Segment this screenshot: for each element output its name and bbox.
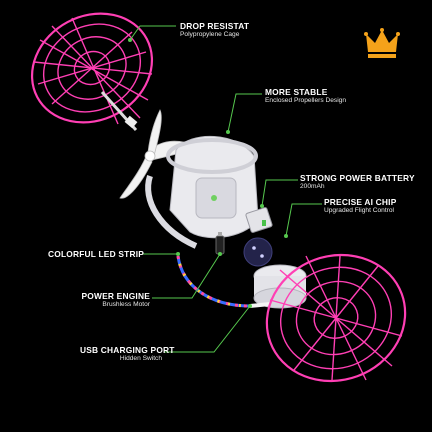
feature-drop-resistant: DROP RESISTAT Polypropylene Cage — [180, 22, 249, 39]
crown-icon — [364, 28, 400, 58]
feature-title: USB CHARGING PORT — [80, 345, 175, 355]
feature-usb-port: USB CHARGING PORT Hidden Switch — [80, 345, 175, 363]
top-cage — [30, 12, 154, 125]
feature-power-battery: STRONG POWER BATTERY 200mAh — [300, 174, 415, 191]
feature-title: MORE STABLE — [265, 87, 328, 97]
feature-title: STRONG POWER BATTERY — [300, 173, 415, 183]
ai-chip — [243, 237, 273, 267]
feature-power-engine: POWER ENGINE Brushless Motor — [66, 292, 150, 309]
feature-title: POWER ENGINE — [81, 291, 150, 301]
feature-subtitle: Upgraded Flight Control — [324, 206, 395, 214]
feature-title: PRECISE AI CHIP — [324, 197, 397, 207]
feature-title: DROP RESISTAT — [180, 21, 250, 31]
feature-ai-chip: PRECISE AI CHIP Upgraded Flight Control — [324, 198, 397, 215]
battery — [245, 207, 273, 233]
led-strip — [176, 255, 271, 308]
feature-led-strip: COLORFUL LED STRIP — [48, 250, 144, 259]
feature-subtitle: Brushless Motor — [102, 300, 150, 308]
leader-dots — [128, 38, 288, 308]
bottom-cage — [265, 253, 407, 383]
feature-subtitle: 200mAh — [300, 182, 325, 190]
feature-title: COLORFUL LED STRIP — [48, 249, 145, 259]
feature-subtitle: Polypropylene Cage — [180, 30, 240, 38]
feature-subtitle: Enclosed Propellers Design — [265, 96, 346, 104]
feature-subtitle: Hidden Switch — [119, 354, 162, 362]
leader-lines — [129, 25, 322, 353]
feature-more-stable: MORE STABLE Enclosed Propellers Design — [265, 88, 346, 105]
drone-body — [145, 135, 259, 249]
shaft — [100, 90, 138, 132]
